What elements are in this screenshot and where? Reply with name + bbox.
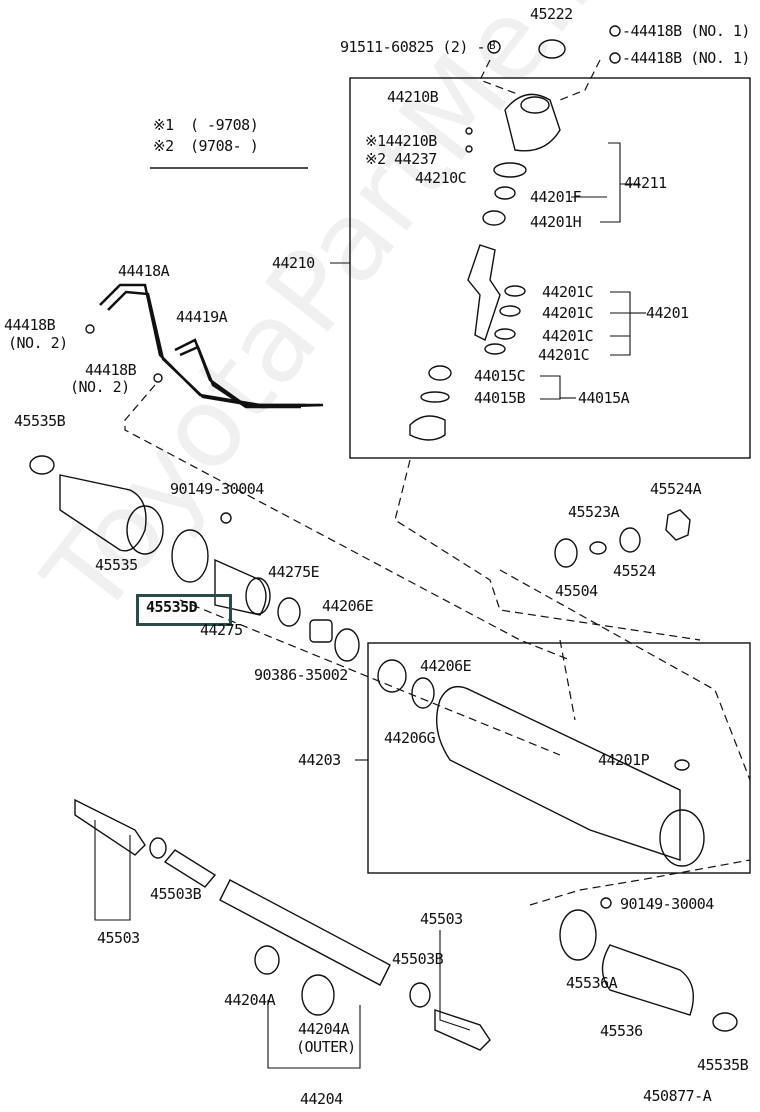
part-label[interactable]: 44204A	[298, 1020, 350, 1038]
part-45503-tie-rod-right	[434, 1009, 491, 1051]
part-label[interactable]: ※144210B	[365, 132, 437, 150]
part-label[interactable]: 45504	[555, 582, 598, 600]
part-label[interactable]: ※2 44237	[365, 150, 437, 168]
part-label: (NO. 2)	[8, 334, 68, 352]
part-label[interactable]: 90149-30004	[620, 895, 714, 913]
part-label[interactable]: 44203	[298, 751, 341, 769]
part-44210-shaft	[467, 244, 501, 341]
part-label[interactable]: 44210C	[415, 169, 467, 187]
part-label[interactable]: 44201C	[542, 327, 594, 345]
part-44204-rack	[219, 879, 391, 986]
part-label[interactable]: 45524	[613, 562, 656, 580]
legend-note1-mark: ※1	[153, 116, 174, 134]
part-label[interactable]: 45536	[600, 1022, 643, 1040]
legend-note2-mark: ※2	[153, 137, 174, 155]
part-label[interactable]: 44418A	[118, 262, 170, 280]
part-45535B-clamp	[29, 455, 55, 475]
part-label[interactable]: 44201H	[530, 213, 582, 231]
part-label[interactable]: 45536A	[566, 974, 618, 992]
part-label[interactable]: 44206G	[384, 729, 436, 747]
part-label[interactable]: 44275E	[268, 563, 320, 581]
part-label[interactable]: 44015B	[474, 389, 526, 407]
part-label[interactable]: 44204A	[224, 991, 276, 1009]
part-45535D-clamp	[171, 529, 209, 583]
figure-code: 450877-A	[643, 1087, 712, 1105]
part-44275	[214, 558, 267, 616]
part-label[interactable]: 45523A	[568, 503, 620, 521]
part-44015A-seal	[409, 415, 446, 441]
part-label[interactable]: 45503	[420, 910, 463, 928]
part-label: (OUTER)	[296, 1038, 356, 1056]
part-label[interactable]: 44211	[624, 174, 667, 192]
part-label[interactable]: 45535B	[14, 412, 66, 430]
part-label[interactable]: 44275	[200, 621, 243, 639]
legend-note2-range: (9708- )	[190, 137, 259, 155]
part-label[interactable]: 44418B	[85, 361, 137, 379]
part-45222	[538, 39, 566, 59]
valve-assembly-box	[349, 77, 751, 459]
part-label[interactable]: 91511-60825 (2) -	[340, 38, 486, 56]
part-label[interactable]: 44201F	[530, 188, 582, 206]
legend-note1-range: ( -9708)	[190, 116, 259, 134]
part-label[interactable]: 90149-30004	[170, 480, 264, 498]
part-91511-bolt	[487, 40, 501, 54]
part-label[interactable]: 90386-35002	[254, 666, 348, 684]
part-label: (NO. 2)	[70, 378, 130, 396]
part-label[interactable]: 44201C	[542, 304, 594, 322]
part-label[interactable]: 44206E	[420, 657, 472, 675]
part-label[interactable]: -44418B (NO. 1)	[622, 22, 750, 40]
part-label[interactable]: 44201	[646, 304, 689, 322]
part-label[interactable]: -44418B (NO. 1)	[622, 49, 750, 67]
part-label-highlighted[interactable]: 45535D	[146, 598, 198, 616]
part-label[interactable]: 45535B	[697, 1056, 749, 1074]
part-label[interactable]: 45503B	[392, 950, 444, 968]
part-44418A-pipe	[99, 283, 320, 407]
part-label[interactable]: 44015C	[474, 367, 526, 385]
part-label[interactable]: 44201C	[542, 283, 594, 301]
part-label[interactable]: 44204	[300, 1090, 343, 1108]
part-45503-tie-rod-left	[74, 798, 146, 856]
part-45536-boot	[601, 944, 694, 1016]
part-label[interactable]: 45503	[97, 929, 140, 947]
part-label[interactable]: 44015A	[578, 389, 630, 407]
part-45535-boot	[59, 474, 147, 552]
part-label[interactable]: 44418B	[4, 316, 56, 334]
rack-housing-box	[367, 642, 751, 874]
part-label[interactable]: 44210B	[387, 88, 439, 106]
part-label[interactable]: 44419A	[176, 308, 228, 326]
part-44203-housing	[435, 686, 681, 861]
part-label[interactable]: 45524A	[650, 480, 702, 498]
part-label[interactable]: 45222	[530, 5, 573, 23]
part-44211	[504, 93, 561, 152]
part-label[interactable]: 44201C	[538, 346, 590, 364]
bolt-mark-b: B	[489, 39, 496, 52]
part-label[interactable]: 45535	[95, 556, 138, 574]
highlight-45535D	[136, 594, 232, 626]
part-45536A-clamp	[559, 909, 597, 961]
part-label[interactable]: 44201P	[598, 751, 650, 769]
part-label[interactable]: 44206E	[322, 597, 374, 615]
part-label[interactable]: 44210	[272, 254, 315, 272]
part-label[interactable]: 45503B	[150, 885, 202, 903]
